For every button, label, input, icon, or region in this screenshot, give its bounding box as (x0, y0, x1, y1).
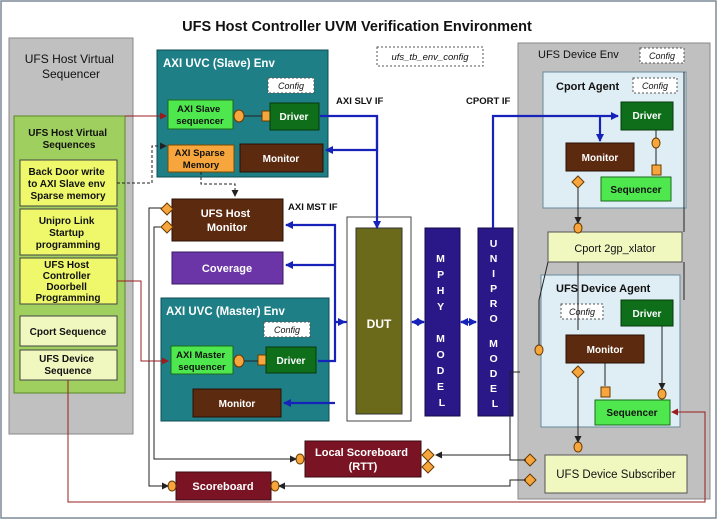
axi-sparse-memory (167, 144, 235, 173)
cport-sequence-label: Cport Sequence (30, 327, 107, 338)
cport-if-label: CPORT IF (466, 96, 511, 107)
xlator-export-port (573, 222, 583, 234)
scoreboard-label: Scoreboard (192, 481, 253, 493)
cport-monitor (565, 142, 635, 172)
axi-master-sequencer (170, 345, 234, 375)
axi-master-monitor (192, 388, 282, 418)
dut-label: DUT (367, 317, 392, 331)
local-scoreboard-ap-right2 (421, 460, 435, 474)
ufs-device-agent-config (560, 303, 604, 320)
ufs-host-monitor-label: UFS Host Monitor (201, 208, 254, 234)
backdoor-write-sequence-label: Back Door write to AXI Slave env Sparse … (28, 167, 108, 202)
diagram-title: UFS Host Controller UVM Verification Env… (182, 19, 532, 35)
axi-slave-export-port (233, 109, 245, 123)
ufs-device-env-title: UFS Device Env (538, 49, 619, 61)
doorbell-programming-sequence (19, 257, 118, 305)
ufs-device-sequencer (594, 399, 671, 426)
ufs-device-sequencer-export (657, 388, 667, 400)
cport-sequencer-port (651, 164, 662, 176)
coverage-label: Coverage (202, 263, 252, 275)
host-virtual-sequences-title: UFS Host Virtual Sequences (28, 128, 110, 151)
interface-connections (283, 112, 619, 407)
axi-slave-driver-port (261, 110, 271, 122)
scoreboard-export-left (167, 480, 177, 492)
axi-slave-config (267, 77, 315, 94)
ufs-host-monitor (171, 198, 284, 242)
unipro-model (477, 227, 514, 417)
ufs-device-env-config-label: Config (649, 51, 675, 61)
local-scoreboard (304, 440, 422, 478)
axi-slv-if-label: AXI SLV IF (336, 96, 384, 107)
cport2gp-xlator-label: Cport 2gp_xlator (574, 243, 656, 255)
coverage (171, 251, 284, 285)
axi-slave-monitor-label: Monitor (263, 154, 300, 165)
axi-master-driver (265, 346, 317, 374)
scoreboard-export (270, 480, 280, 492)
ufs-device-subscriber-label: UFS Device Subscriber (556, 469, 676, 481)
backdoor-write-sequence (19, 159, 118, 207)
mphy-model-label: M P H Y M O D E L (436, 253, 448, 409)
ufs-device-driver-label: Driver (633, 309, 662, 320)
axi-slave-config-label: Config (278, 81, 304, 91)
ufs-device-monitor (565, 334, 645, 364)
cport-monitor-label: Monitor (582, 153, 619, 164)
axi-master-monitor-label: Monitor (219, 399, 256, 410)
axi-slave-sequencer (167, 99, 234, 130)
cport2gp-xlator (547, 231, 683, 263)
ufs-device-agent-config-label: Config (569, 307, 595, 317)
cport-driver-label: Driver (633, 111, 662, 122)
axi-slave-driver-label: Driver (280, 112, 309, 123)
axi-sparse-memory-label: AXI Sparse Memory (175, 148, 228, 171)
axi-master-config-label: Config (274, 325, 300, 335)
doorbell-programming-sequence-label: UFS Host Controller Doorbell Programming (35, 260, 100, 304)
ufs-device-sequence-label: UFS Device Sequence (39, 354, 97, 377)
unipro-link-startup-sequence-label: Unipro Link Startup programming (36, 216, 100, 251)
ufs-device-sequencer-port (600, 386, 611, 398)
cport-sequencer (600, 176, 672, 202)
cport-sequence (19, 315, 118, 347)
axi-master-sequencer-label: AXI Master sequencer (176, 350, 228, 373)
cport-driver (620, 101, 674, 131)
axi-slave-monitor (239, 143, 324, 173)
ufs-host-monitor-ap-bottom (160, 220, 174, 234)
cport-agent-config (632, 77, 678, 94)
ufs-device-monitor-label: Monitor (587, 345, 624, 356)
ufs-tb-env-config (376, 46, 484, 67)
dut (355, 227, 403, 415)
axi-master-driver-label: Driver (277, 356, 306, 367)
subscriber-ap-top (523, 453, 537, 467)
local-scoreboard-export (295, 453, 305, 465)
mphy-model (424, 227, 461, 417)
cport-agent-title: Cport Agent (556, 81, 619, 93)
ufs-tb-env-config-label: ufs_tb_env_config (391, 52, 469, 63)
host-virtual-sequencer-title: UFS Host Virtual Sequencer (25, 52, 117, 81)
subscriber-ap-bottom (523, 473, 537, 487)
sequence-connections (67, 112, 706, 503)
cport-agent-config-label: Config (642, 81, 668, 91)
axi-mst-if-label: AXI MST IF (288, 202, 338, 213)
axi-master-driver-port (257, 354, 267, 366)
axi-master-export-port (233, 354, 245, 368)
ufs-device-sequencer-label: Sequencer (606, 408, 657, 419)
ufs-device-monitor-export (534, 344, 544, 356)
ufs-device-subscriber (544, 454, 688, 494)
ufs-device-driver (620, 299, 674, 327)
unipro-link-startup-sequence (19, 208, 118, 256)
axi-slave-driver (269, 102, 320, 131)
cport-sequencer-label: Sequencer (610, 185, 661, 196)
ufs-device-agent-title: UFS Device Agent (556, 283, 651, 295)
subscriber-export-port (573, 441, 583, 453)
ufs-device-env-config (639, 47, 685, 64)
axi-master-env-title: AXI UVC (Master) Env (166, 306, 285, 318)
local-scoreboard-label: Local Scoreboard (RTT) (315, 447, 411, 473)
cport-driver-port (651, 137, 661, 149)
axi-slave-sequencer-label: AXI Slave sequencer (176, 104, 224, 127)
axi-slave-env-title: AXI UVC (Slave) Env (163, 58, 275, 70)
unipro-model-label: U N I P R O M O D E L (489, 238, 501, 410)
ufs-host-monitor-ap-top (160, 202, 174, 216)
axi-master-config (263, 321, 311, 338)
